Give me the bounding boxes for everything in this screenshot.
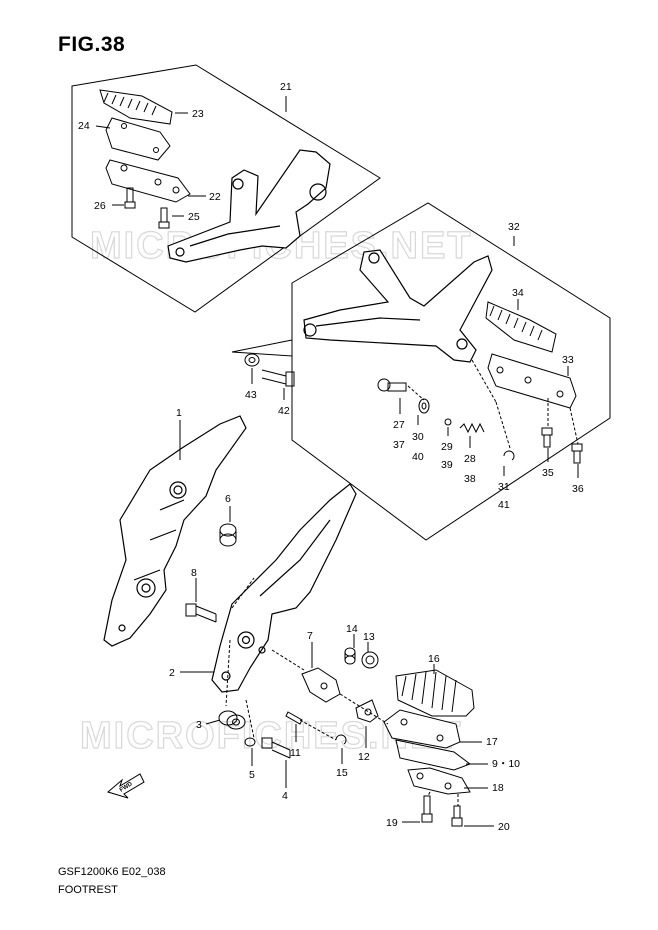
plate-18 [407,767,471,795]
footrest-bracket-2 [211,483,357,693]
section-name: FOOTREST [58,884,118,896]
label-16: 16 [428,653,440,665]
label-33: 33 [562,354,574,366]
bolt-26 [124,187,136,209]
label-41: 41 [498,499,510,511]
lower-assembly [103,415,494,827]
bolt-8 [185,603,217,623]
bolt-19 [421,795,433,823]
label-29: 29 [441,441,453,453]
spring-13 [361,651,379,669]
label-34: 34 [512,287,524,299]
label-19: 19 [386,817,398,829]
label-24: 24 [78,120,90,132]
label-7: 7 [307,630,313,642]
clip-31 [503,450,515,461]
label-35: 35 [542,467,554,479]
plate-12 [355,699,379,723]
label-6: 6 [225,493,231,505]
direction-arrow: FWD [106,773,145,799]
assembly-box-32 [231,202,611,541]
footrest-bracket-21 [167,149,331,263]
spring-28 [459,422,485,434]
label-28: 28 [464,453,476,465]
label-18: 18 [492,782,504,794]
label-36: 36 [572,483,584,495]
bolt-20 [451,805,463,827]
label-31: 31 [498,481,510,493]
pin-11 [285,711,303,725]
bolt-35 [541,427,553,448]
label-1: 1 [176,407,182,419]
label-38: 38 [464,473,476,485]
bolt-4 [261,737,291,759]
bracket-24 [105,117,171,161]
label-21: 21 [280,81,292,93]
part-labels: 21 23 24 22 26 25 32 34 33 43 42 27 37 3… [78,81,584,833]
label-43: 43 [245,389,257,401]
label-8: 8 [191,567,197,579]
label-5: 5 [249,769,255,781]
clip-15 [335,734,347,745]
footpeg-rubber-23 [99,89,173,125]
spacer-3 [218,710,246,730]
label-23: 23 [192,108,204,120]
footpeg-rubber-34 [485,301,557,353]
label-15: 15 [336,767,348,779]
label-13: 13 [363,631,375,643]
label-2: 2 [169,667,175,679]
label-42: 42 [278,405,290,417]
ball-29 [444,418,452,426]
rear-bracket-1 [103,415,247,647]
model-code: GSF1200K6 E02_038 [58,866,166,878]
label-26: 26 [94,200,106,212]
footrest-bracket-32 [303,249,493,363]
bolt-25 [158,207,170,229]
label-12: 12 [358,751,370,763]
label-20: 20 [498,821,510,833]
label-37: 37 [393,439,405,451]
label-14: 14 [346,623,358,635]
spacer-6 [219,523,237,547]
washer-30 [418,398,430,414]
washer-5 [244,737,256,747]
label-32: 32 [508,221,520,233]
label-9-10: 9・10 [492,758,520,770]
label-4: 4 [282,790,288,802]
bolt-42 [261,369,295,387]
label-40: 40 [412,451,424,463]
pin-27 [377,378,407,392]
label-11: 11 [290,747,301,759]
bushing-14 [344,647,356,665]
label-22: 22 [209,191,221,203]
label-25: 25 [188,211,200,223]
plate-9-10 [395,739,472,771]
footrest-pivot-7 [301,667,341,703]
label-27: 27 [393,419,405,431]
figure-title: FIG.38 [58,33,126,56]
label-39: 39 [441,459,453,471]
label-30: 30 [412,431,424,443]
label-3: 3 [196,719,202,731]
bolt-36 [571,443,583,464]
label-17: 17 [486,736,498,748]
footpeg-rubber-16 [395,669,475,717]
assembly-box-21 [71,64,381,313]
plate-22 [105,159,191,203]
washer-43 [244,353,260,367]
